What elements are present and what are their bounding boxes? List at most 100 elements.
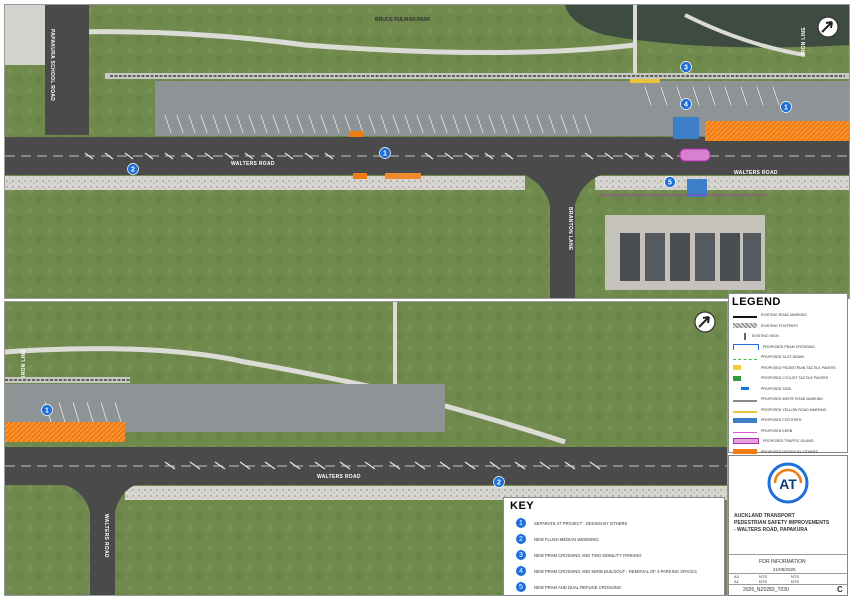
- legend-symbol-blue-fill: [733, 417, 757, 423]
- marker-1-bottom[interactable]: 1: [41, 404, 53, 416]
- marker-3[interactable]: 3: [680, 61, 692, 73]
- legend-item-label: PROPOSED SIGN: [761, 386, 792, 391]
- legend-symbol-sign-blue: [741, 387, 749, 391]
- legend-item: PROPOSED CYCLIST TACTILE PAVERS: [729, 373, 847, 384]
- marker-2-bottom[interactable]: 2: [493, 476, 505, 488]
- legend-item-label: EXISTING SIGN: [752, 334, 779, 339]
- key-number-badge: 3: [516, 550, 526, 560]
- legend-symbol-hatch-grey: [733, 323, 757, 329]
- legend-item-label: PROPOSED PRAM CROSSING: [763, 344, 815, 349]
- label-walters-road-top: WALTERS ROAD: [231, 161, 275, 167]
- svg-text:3: 3: [684, 65, 688, 72]
- legend-item: PROPOSED SIGN: [729, 384, 847, 395]
- client-name: AUCKLAND TRANSPORT: [734, 513, 795, 519]
- legend-item: PROPOSED FOOTPATH: [729, 415, 847, 426]
- legend-item: EXISTING SIGN: [729, 331, 847, 342]
- label-iron-line-bottom: IRON LINE: [21, 349, 27, 377]
- divider: [729, 584, 847, 585]
- top-map-panel[interactable]: WALTERS ROAD WALTERS ROAD BRUCE PULMAN P…: [4, 4, 850, 299]
- title-block: AT AUCKLAND TRANSPORT PEDESTRIAN SAFETY …: [728, 455, 848, 596]
- legend-symbol-line-black: [733, 316, 757, 319]
- traffic-island: [679, 148, 711, 162]
- legend-symbol-line-pink: [733, 432, 757, 434]
- svg-text:2: 2: [497, 480, 501, 487]
- legend-item: PROPOSED PRAM CROSSING: [729, 342, 847, 353]
- legend-symbol-pram: [733, 343, 759, 350]
- legend-symbol-sign-grey: [744, 332, 748, 340]
- gravel-verge-left: [5, 176, 525, 190]
- design-by-others-bottom: [5, 422, 125, 442]
- design-by-others-top: [705, 121, 849, 141]
- marker-2-top[interactable]: 2: [127, 163, 139, 175]
- marker-5[interactable]: 5: [664, 176, 676, 188]
- legend-symbol-line-grey: [733, 400, 757, 403]
- gravel-verge-right: [595, 176, 849, 190]
- north-arrow-icon: [694, 311, 716, 333]
- key-item: 3 NEW PRAM CROSSING AND TWO MOBILITY PARK…: [504, 547, 724, 563]
- legend-item: PROPOSED KERB: [729, 426, 847, 437]
- sheet-size-a1: A1: [734, 579, 739, 584]
- proposed-footpath-5: [687, 179, 707, 197]
- legend-list: EXISTING ROAD MARKING EXISTING FOOTPATH EX…: [729, 310, 847, 457]
- drawing-status: FOR INFORMATION: [759, 559, 806, 565]
- legend-item-label: PROPOSED PEDESTRIAN TACTILE PAVERS: [761, 365, 836, 370]
- svg-text:2: 2: [131, 167, 135, 174]
- marker-4[interactable]: 4: [680, 98, 692, 110]
- key-item-label: NEW PRAM CROSSING AND TWO MOBILITY PARKI…: [534, 552, 642, 558]
- legend-item: PROPOSED DESIGN BY OTHERS: [729, 447, 847, 458]
- top-map: WALTERS ROAD WALTERS ROAD BRUCE PULMAN P…: [5, 5, 849, 298]
- svg-text:4: 4: [684, 102, 688, 109]
- label-walters-road-side: WALTERS ROAD: [103, 514, 109, 558]
- left-yard: [5, 5, 45, 65]
- legend-item: PROPOSED WHITE ROAD MARKING: [729, 394, 847, 405]
- svg-text:1: 1: [383, 151, 387, 158]
- proposed-footpath-4: [673, 117, 699, 139]
- key-item-label: SEPARATE AT PROJECT - DESIGN BY OTHERS: [534, 520, 628, 526]
- legend-symbol-pink-fill: [733, 438, 759, 445]
- svg-text:1: 1: [45, 408, 49, 415]
- scale-a3-h: NTS: [759, 574, 767, 579]
- revision: C: [837, 585, 843, 594]
- scale-a1-v: NTS: [791, 579, 799, 584]
- orange-marker-3: [385, 173, 421, 179]
- legend-item-label: EXISTING FOOTPATH: [761, 323, 798, 328]
- legend-item: EXISTING FOOTPATH: [729, 321, 847, 332]
- left-side-road: [45, 5, 89, 135]
- project-location: - WALTERS ROAD, PAPAKURA: [734, 527, 808, 533]
- svg-text:1: 1: [784, 105, 788, 112]
- legend-item: PROPOSED YELLOW ROAD MARKING: [729, 405, 847, 416]
- key-item-label: NEW PRAM CROSSING AND KERB BUILDOUT - RE…: [534, 568, 697, 574]
- gravel-verge-bottom: [125, 486, 727, 500]
- marker-1-centre[interactable]: 1: [379, 147, 391, 159]
- legend-symbol-line-yellow: [733, 410, 757, 413]
- legend-symbol-orange-fill: [733, 449, 757, 455]
- park-path-bottom: [5, 346, 566, 445]
- label-walters-road-right: WALTERS ROAD: [734, 170, 778, 176]
- legend-item-label: PROPOSED KERB: [761, 428, 793, 433]
- key-item-label: NEW FLUSH MEDIAN WIDENING: [534, 536, 599, 542]
- side-road-bottom: [65, 485, 135, 595]
- legend-symbol-yellow: [733, 365, 741, 371]
- auckland-transport-logo: AT: [767, 462, 809, 504]
- label-papakura-school-road: PAPAKURA SCHOOL ROAD: [49, 29, 55, 101]
- parking-bays: [164, 86, 780, 134]
- sheet-size-a3: A3: [734, 574, 739, 579]
- legend-item-label: PROPOSED WHITE ROAD MARKING: [761, 397, 824, 402]
- legend-item: PROPOSED TRAFFIC ISLAND: [729, 436, 847, 447]
- legend-item-label: PROPOSED TRAFFIC ISLAND: [763, 439, 814, 444]
- label-iron-line: IRON LINE: [801, 27, 807, 55]
- marker-1-top[interactable]: 1: [780, 101, 792, 113]
- svg-text:5: 5: [668, 180, 672, 187]
- park-path: [5, 29, 636, 55]
- label-walters-road-bottom: WALTERS ROAD: [317, 474, 361, 480]
- legend-item: EXISTING ROAD MARKING: [729, 310, 847, 321]
- legend-symbol-dash-green: [733, 358, 757, 360]
- upper-footpath-bottom: [5, 377, 130, 383]
- drawing-number: 2026_NZ0283_T030: [743, 587, 789, 593]
- key-title: KEY: [510, 500, 535, 512]
